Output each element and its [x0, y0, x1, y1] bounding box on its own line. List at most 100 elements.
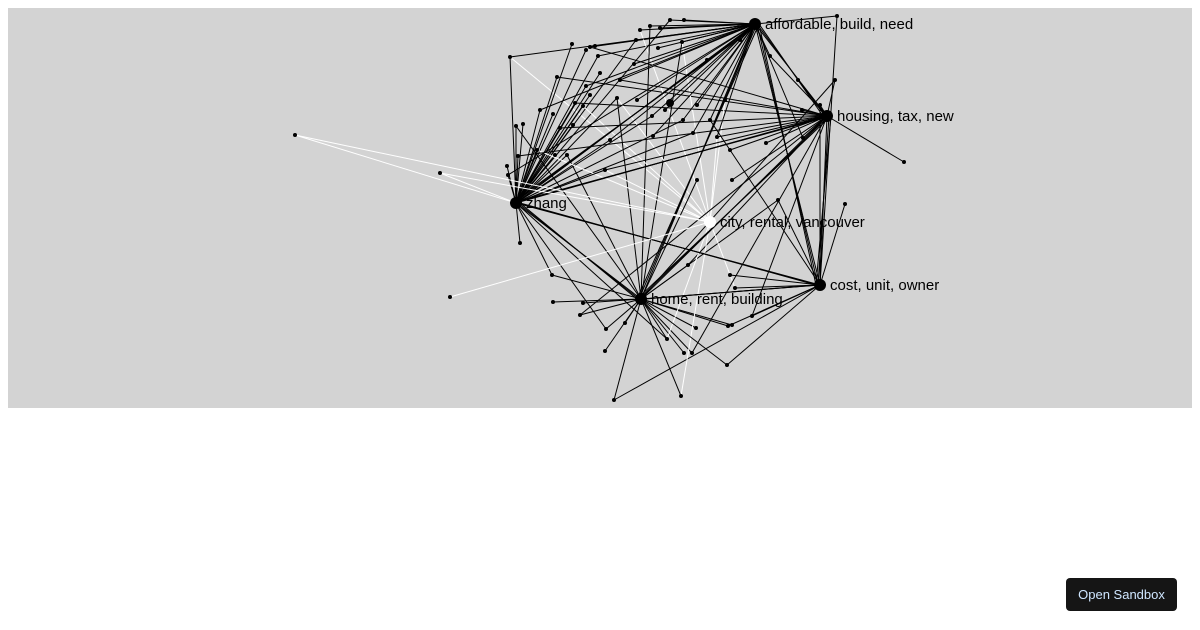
graph-node[interactable] — [725, 363, 729, 367]
topic-label-city: city, rental, vancouver — [720, 214, 865, 231]
graph-node[interactable] — [555, 75, 559, 79]
graph-node[interactable] — [801, 136, 805, 140]
graph-node[interactable] — [730, 323, 734, 327]
graph-node[interactable] — [603, 168, 607, 172]
graph-node[interactable] — [623, 321, 627, 325]
graph-node[interactable] — [776, 198, 780, 202]
topic-node-housing[interactable] — [821, 110, 833, 122]
graph-node[interactable] — [656, 46, 660, 50]
graph-node[interactable] — [650, 114, 654, 118]
graph-node[interactable] — [558, 126, 562, 130]
graph-node[interactable] — [293, 133, 297, 137]
graph-node[interactable] — [551, 112, 555, 116]
graph-node[interactable] — [553, 153, 557, 157]
topic-node-home[interactable] — [635, 293, 647, 305]
graph-node[interactable] — [588, 45, 592, 49]
graph-node[interactable] — [728, 273, 732, 277]
graph-node[interactable] — [705, 58, 709, 62]
graph-node[interactable] — [708, 118, 712, 122]
graph-node[interactable] — [902, 160, 906, 164]
graph-node[interactable] — [516, 154, 520, 158]
graph-node[interactable] — [695, 178, 699, 182]
topic-node-affordable[interactable] — [749, 18, 761, 30]
graph-node[interactable] — [632, 62, 636, 66]
graph-node[interactable] — [573, 101, 577, 105]
graph-edge — [819, 15, 838, 286]
graph-node[interactable] — [635, 98, 639, 102]
graph-node[interactable] — [521, 122, 525, 126]
graph-node[interactable] — [535, 148, 539, 152]
graph-node[interactable] — [682, 351, 686, 355]
graph-node[interactable] — [505, 164, 509, 168]
graph-node[interactable] — [506, 173, 510, 177]
graph-node[interactable] — [571, 123, 575, 127]
graph-node[interactable] — [666, 99, 674, 107]
graph-node[interactable] — [690, 351, 694, 355]
topic-node-city[interactable] — [704, 216, 716, 228]
graph-node[interactable] — [726, 324, 730, 328]
graph-node[interactable] — [508, 55, 512, 59]
graph-node[interactable] — [570, 42, 574, 46]
graph-node[interactable] — [588, 93, 592, 97]
graph-node[interactable] — [818, 103, 822, 107]
graph-node[interactable] — [833, 78, 837, 82]
graph-node[interactable] — [518, 241, 522, 245]
topic-node-zhang[interactable] — [510, 197, 522, 209]
graph-node[interactable] — [796, 78, 800, 82]
graph-node[interactable] — [668, 18, 672, 22]
graph-node[interactable] — [604, 327, 608, 331]
graph-node[interactable] — [681, 118, 685, 122]
graph-node[interactable] — [730, 178, 734, 182]
graph-node[interactable] — [679, 394, 683, 398]
graph-node[interactable] — [551, 300, 555, 304]
graph-node[interactable] — [695, 103, 699, 107]
graph-node[interactable] — [550, 273, 554, 277]
graph-node[interactable] — [665, 337, 669, 341]
graph-node[interactable] — [448, 295, 452, 299]
graph-node[interactable] — [603, 349, 607, 353]
graph-node[interactable] — [648, 24, 652, 28]
graph-node[interactable] — [615, 96, 619, 100]
graph-node[interactable] — [578, 313, 582, 317]
graph-node[interactable] — [691, 131, 695, 135]
open-sandbox-button[interactable]: Open Sandbox — [1066, 578, 1177, 611]
graph-node[interactable] — [593, 44, 597, 48]
graph-node[interactable] — [565, 153, 569, 157]
graph-node[interactable] — [723, 98, 727, 102]
graph-node[interactable] — [658, 26, 662, 30]
graph-node[interactable] — [768, 54, 772, 58]
graph-node[interactable] — [618, 78, 622, 82]
graph-node[interactable] — [581, 104, 585, 108]
graph-node[interactable] — [584, 84, 588, 88]
graph-node[interactable] — [514, 124, 518, 128]
graph-node[interactable] — [581, 301, 585, 305]
graph-node[interactable] — [686, 263, 690, 267]
topic-node-cost[interactable] — [814, 279, 826, 291]
graph-node[interactable] — [738, 38, 742, 42]
graph-node[interactable] — [598, 71, 602, 75]
graph-node[interactable] — [680, 40, 684, 44]
graph-node[interactable] — [715, 135, 719, 139]
graph-node[interactable] — [612, 398, 616, 402]
graph-node[interactable] — [764, 141, 768, 145]
graph-node[interactable] — [538, 108, 542, 112]
graph-node[interactable] — [835, 14, 839, 18]
graph-node[interactable] — [728, 148, 732, 152]
graph-node[interactable] — [596, 54, 600, 58]
graph-node[interactable] — [584, 48, 588, 52]
graph-node[interactable] — [733, 286, 737, 290]
graph-edge — [681, 23, 756, 43]
graph-node[interactable] — [682, 18, 686, 22]
graph-node[interactable] — [694, 326, 698, 330]
graph-edge — [696, 23, 756, 106]
graph-node[interactable] — [438, 171, 442, 175]
graph-node[interactable] — [608, 138, 612, 142]
graph-node[interactable] — [638, 28, 642, 32]
graph-node[interactable] — [800, 108, 804, 112]
graph-node[interactable] — [750, 314, 754, 318]
graph-node[interactable] — [634, 38, 638, 42]
graph-node[interactable] — [651, 134, 655, 138]
graph-node[interactable] — [843, 202, 847, 206]
graph-node[interactable] — [663, 108, 667, 112]
